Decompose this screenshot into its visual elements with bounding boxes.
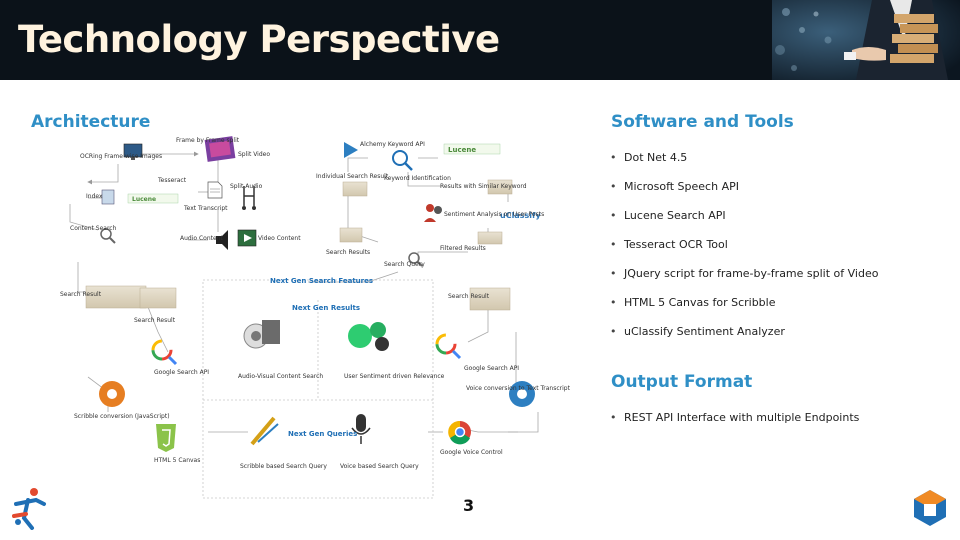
folder-icon <box>339 227 363 243</box>
alchemy-icon <box>344 142 358 158</box>
software-heading: Software and Tools <box>611 112 794 132</box>
label-voice-conversion: Voice conversion to Text Transcript <box>466 385 571 392</box>
label-split-audio: Split Audio <box>230 183 263 190</box>
label-av-content-search: Audio-Visual Content Search <box>238 373 323 380</box>
folder-icon <box>477 231 503 245</box>
sentiment-faces-icon <box>348 322 389 351</box>
audio-split-icon <box>242 186 256 210</box>
software-item: HTML 5 Canvas for Scribble <box>608 296 948 325</box>
monitor-icon <box>123 143 143 160</box>
magnifier-icon <box>408 252 423 267</box>
business-photo <box>772 0 960 80</box>
microphone-icon <box>351 414 371 444</box>
uclassify-logo: uClassify <box>500 211 541 220</box>
slide-title: Technology Perspective <box>18 18 500 61</box>
label-search-result-right: Search Result <box>448 293 490 300</box>
keyword-search-icon <box>392 150 413 171</box>
folder-icon <box>487 179 513 195</box>
label-scribble-conversion: Scribble conversion (JavaScript) <box>74 413 170 420</box>
uclassify-logo-text: uClassify <box>500 211 541 220</box>
lucene-logo: Lucene <box>127 193 179 204</box>
document-icon <box>207 181 223 199</box>
folder-icon <box>342 181 368 197</box>
lucene-logo-text: Lucene <box>132 196 156 203</box>
label-split-video: Split Video <box>238 151 270 158</box>
company-logo-right <box>912 488 948 528</box>
folder-icons <box>85 179 513 311</box>
label-voice-query: Voice based Search Query <box>340 463 419 470</box>
architecture-heading: Architecture <box>31 112 151 132</box>
output-list: REST API Interface with multiple Endpoin… <box>608 411 948 424</box>
label-alchemy: Alchemy Keyword API <box>360 141 425 148</box>
google-search-icon <box>151 339 178 366</box>
audio-visual-icon <box>243 320 280 349</box>
label-search-query: Search Query <box>384 261 425 268</box>
page-number: 3 <box>463 496 475 515</box>
software-item: Microsoft Speech API <box>608 180 948 209</box>
architecture-diagram: Lucene Lucene uClassify <box>48 132 588 500</box>
folder-icon <box>139 287 177 309</box>
company-logo-left <box>10 486 50 530</box>
label-next-gen-features: Next Gen Search Features <box>270 277 373 285</box>
label-filtered-results: Filtered Results <box>440 245 486 252</box>
label-google-search-api-left: Google Search API <box>154 369 209 376</box>
label-html5-canvas: HTML 5 Canvas <box>154 457 200 464</box>
software-item: uClassify Sentiment Analyzer <box>608 325 948 354</box>
magnifier-icon <box>100 228 116 244</box>
label-audio-content: Audio Content <box>180 235 223 242</box>
conversion-gear-icon <box>509 381 535 407</box>
label-content-search: Content Search <box>70 225 117 232</box>
output-heading: Output Format <box>611 372 753 392</box>
users-icon <box>424 204 442 222</box>
conversion-gear-icon <box>99 381 125 407</box>
output-item: REST API Interface with multiple Endpoin… <box>608 411 948 424</box>
lucene-logo-text: Lucene <box>448 146 476 154</box>
software-item: Dot Net 4.5 <box>608 151 948 180</box>
next-gen-box <box>202 279 434 499</box>
label-results-similar: Results with Similar Keyword <box>440 183 527 190</box>
video-icon <box>237 229 257 247</box>
google-search-icon <box>435 333 462 360</box>
header-bar: Technology Perspective <box>0 0 960 80</box>
label-user-sentiment: User Sentiment driven Relevance <box>344 373 445 380</box>
label-search-results: Search Results <box>326 249 370 256</box>
label-index: Index <box>86 193 103 200</box>
label-sentiment-analysis: Sentiment Analysis on User Posts <box>444 211 544 218</box>
index-icon <box>101 189 115 205</box>
label-google-search-api-right: Google Search API <box>464 365 519 372</box>
pen-icon <box>250 416 279 446</box>
speaker-icon <box>216 230 228 250</box>
label-frame-split: Frame by Frame split <box>176 137 240 144</box>
label-keyword-identification: Keyword Identification <box>384 175 451 182</box>
html5-icon <box>156 424 176 452</box>
software-list: Dot Net 4.5 Microsoft Speech API Lucene … <box>608 151 948 354</box>
label-search-result-mid: Search Result <box>134 317 176 324</box>
label-individual-result: Individual Search Result <box>316 173 389 180</box>
label-next-gen-results: Next Gen Results <box>292 304 360 312</box>
software-item: JQuery script for frame-by-frame split o… <box>608 267 948 296</box>
label-video-content: Video Content <box>258 235 301 242</box>
lucene-logo: Lucene <box>443 143 501 155</box>
label-ocr-images: OCRing Frame wise Images <box>80 153 162 160</box>
software-item: Lucene Search API <box>608 209 948 238</box>
folder-icon <box>469 287 511 311</box>
software-item: Tesseract OCR Tool <box>608 238 948 267</box>
label-next-gen-queries: Next Gen Queries <box>288 430 357 438</box>
label-text-transcript: Text Transcript <box>183 205 228 212</box>
film-strip-icon <box>204 136 236 162</box>
label-search-result-left: Search Result <box>60 291 102 298</box>
label-scribble-query: Scribble based Search Query <box>240 463 327 470</box>
label-tesseract: Tesseract <box>157 177 187 184</box>
chrome-icon <box>448 420 471 445</box>
label-google-voice: Google Voice Control <box>440 449 503 456</box>
